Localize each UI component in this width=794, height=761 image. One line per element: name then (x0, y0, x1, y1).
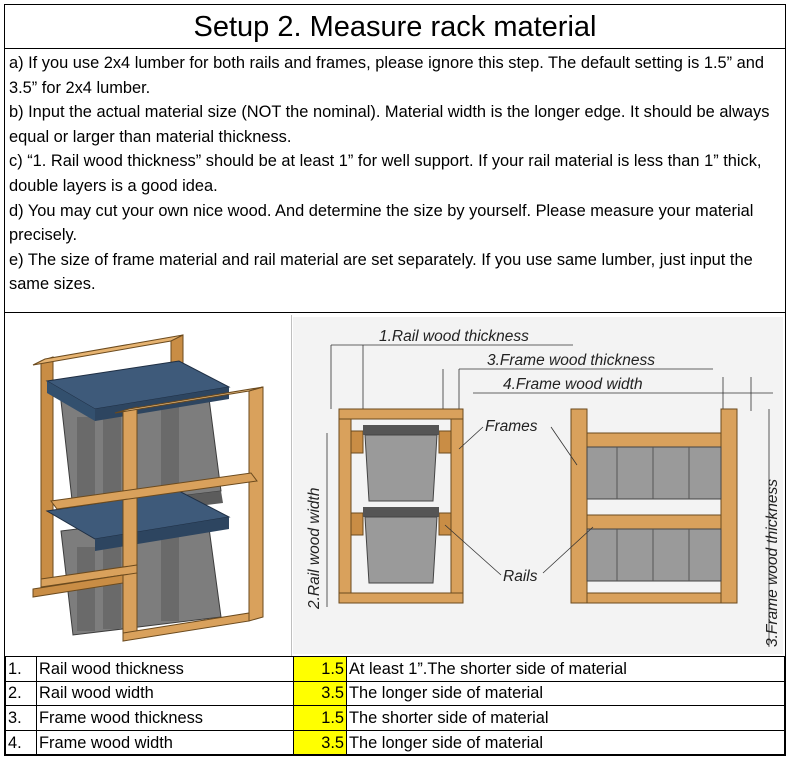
page-title: Setup 2. Measure rack material (5, 5, 785, 49)
table-row: 2. Rail wood width 3.5 The longer side o… (5, 680, 785, 707)
param-name: Frame wood width (36, 729, 294, 756)
setup-sheet: Setup 2. Measure rack material a) If you… (4, 4, 786, 756)
instructions: a) If you use 2x4 lumber for both rails … (9, 51, 781, 297)
table-row: 3. Frame wood thickness 1.5 The shorter … (5, 705, 785, 731)
label-frame-width: 4.Frame wood width (503, 376, 643, 393)
param-name: Rail wood thickness (36, 656, 294, 682)
param-name: Rail wood width (36, 680, 294, 707)
divider (5, 312, 785, 313)
param-name: Frame wood thickness (36, 705, 294, 731)
row-number: 1. (5, 656, 37, 682)
label-rail-thickness: 1.Rail wood thickness (379, 328, 529, 345)
label-frame-thickness: 3.Frame wood thickness (487, 352, 655, 369)
label-frame-thickness-vertical: 3.Frame wood thickness (764, 479, 781, 647)
label-frames: Frames (485, 418, 538, 435)
row-number: 4. (5, 729, 37, 756)
param-description: The longer side of material (346, 729, 785, 756)
label-rail-width: 2.Rail wood width (306, 488, 323, 610)
param-value-input[interactable]: 3.5 (293, 680, 347, 707)
illustration-separator (291, 315, 292, 656)
param-value-input[interactable]: 1.5 (293, 656, 347, 682)
parameter-table: 1. Rail wood thickness 1.5 At least 1”.T… (5, 656, 785, 756)
label-rails: Rails (503, 568, 538, 585)
param-value-input[interactable]: 1.5 (293, 705, 347, 731)
note-e: e) The size of frame material and rail m… (9, 250, 753, 294)
note-c: c) “1. Rail wood thickness” should be at… (9, 152, 762, 195)
note-b: b) Input the actual material size (NOT t… (9, 103, 770, 146)
row-number: 2. (5, 680, 37, 707)
param-description: At least 1”.The shorter side of material (346, 656, 785, 682)
table-row: 4. Frame wood width 3.5 The longer side … (5, 729, 785, 756)
param-description: The longer side of material (346, 680, 785, 707)
note-a: a) If you use 2x4 lumber for both rails … (9, 54, 764, 97)
table-row: 1. Rail wood thickness 1.5 At least 1”.T… (5, 656, 785, 682)
dimension-drawing: 1.Rail wood thickness 3.Frame wood thick… (293, 317, 783, 654)
param-value-input[interactable]: 3.5 (293, 729, 347, 756)
note-d: d) You may cut your own nice wood. And d… (9, 201, 754, 245)
rack-3d-illustration (11, 321, 287, 651)
illustration-row: 1.Rail wood thickness 3.Frame wood thick… (5, 315, 785, 656)
param-description: The shorter side of material (346, 705, 785, 731)
row-number: 3. (5, 705, 37, 731)
